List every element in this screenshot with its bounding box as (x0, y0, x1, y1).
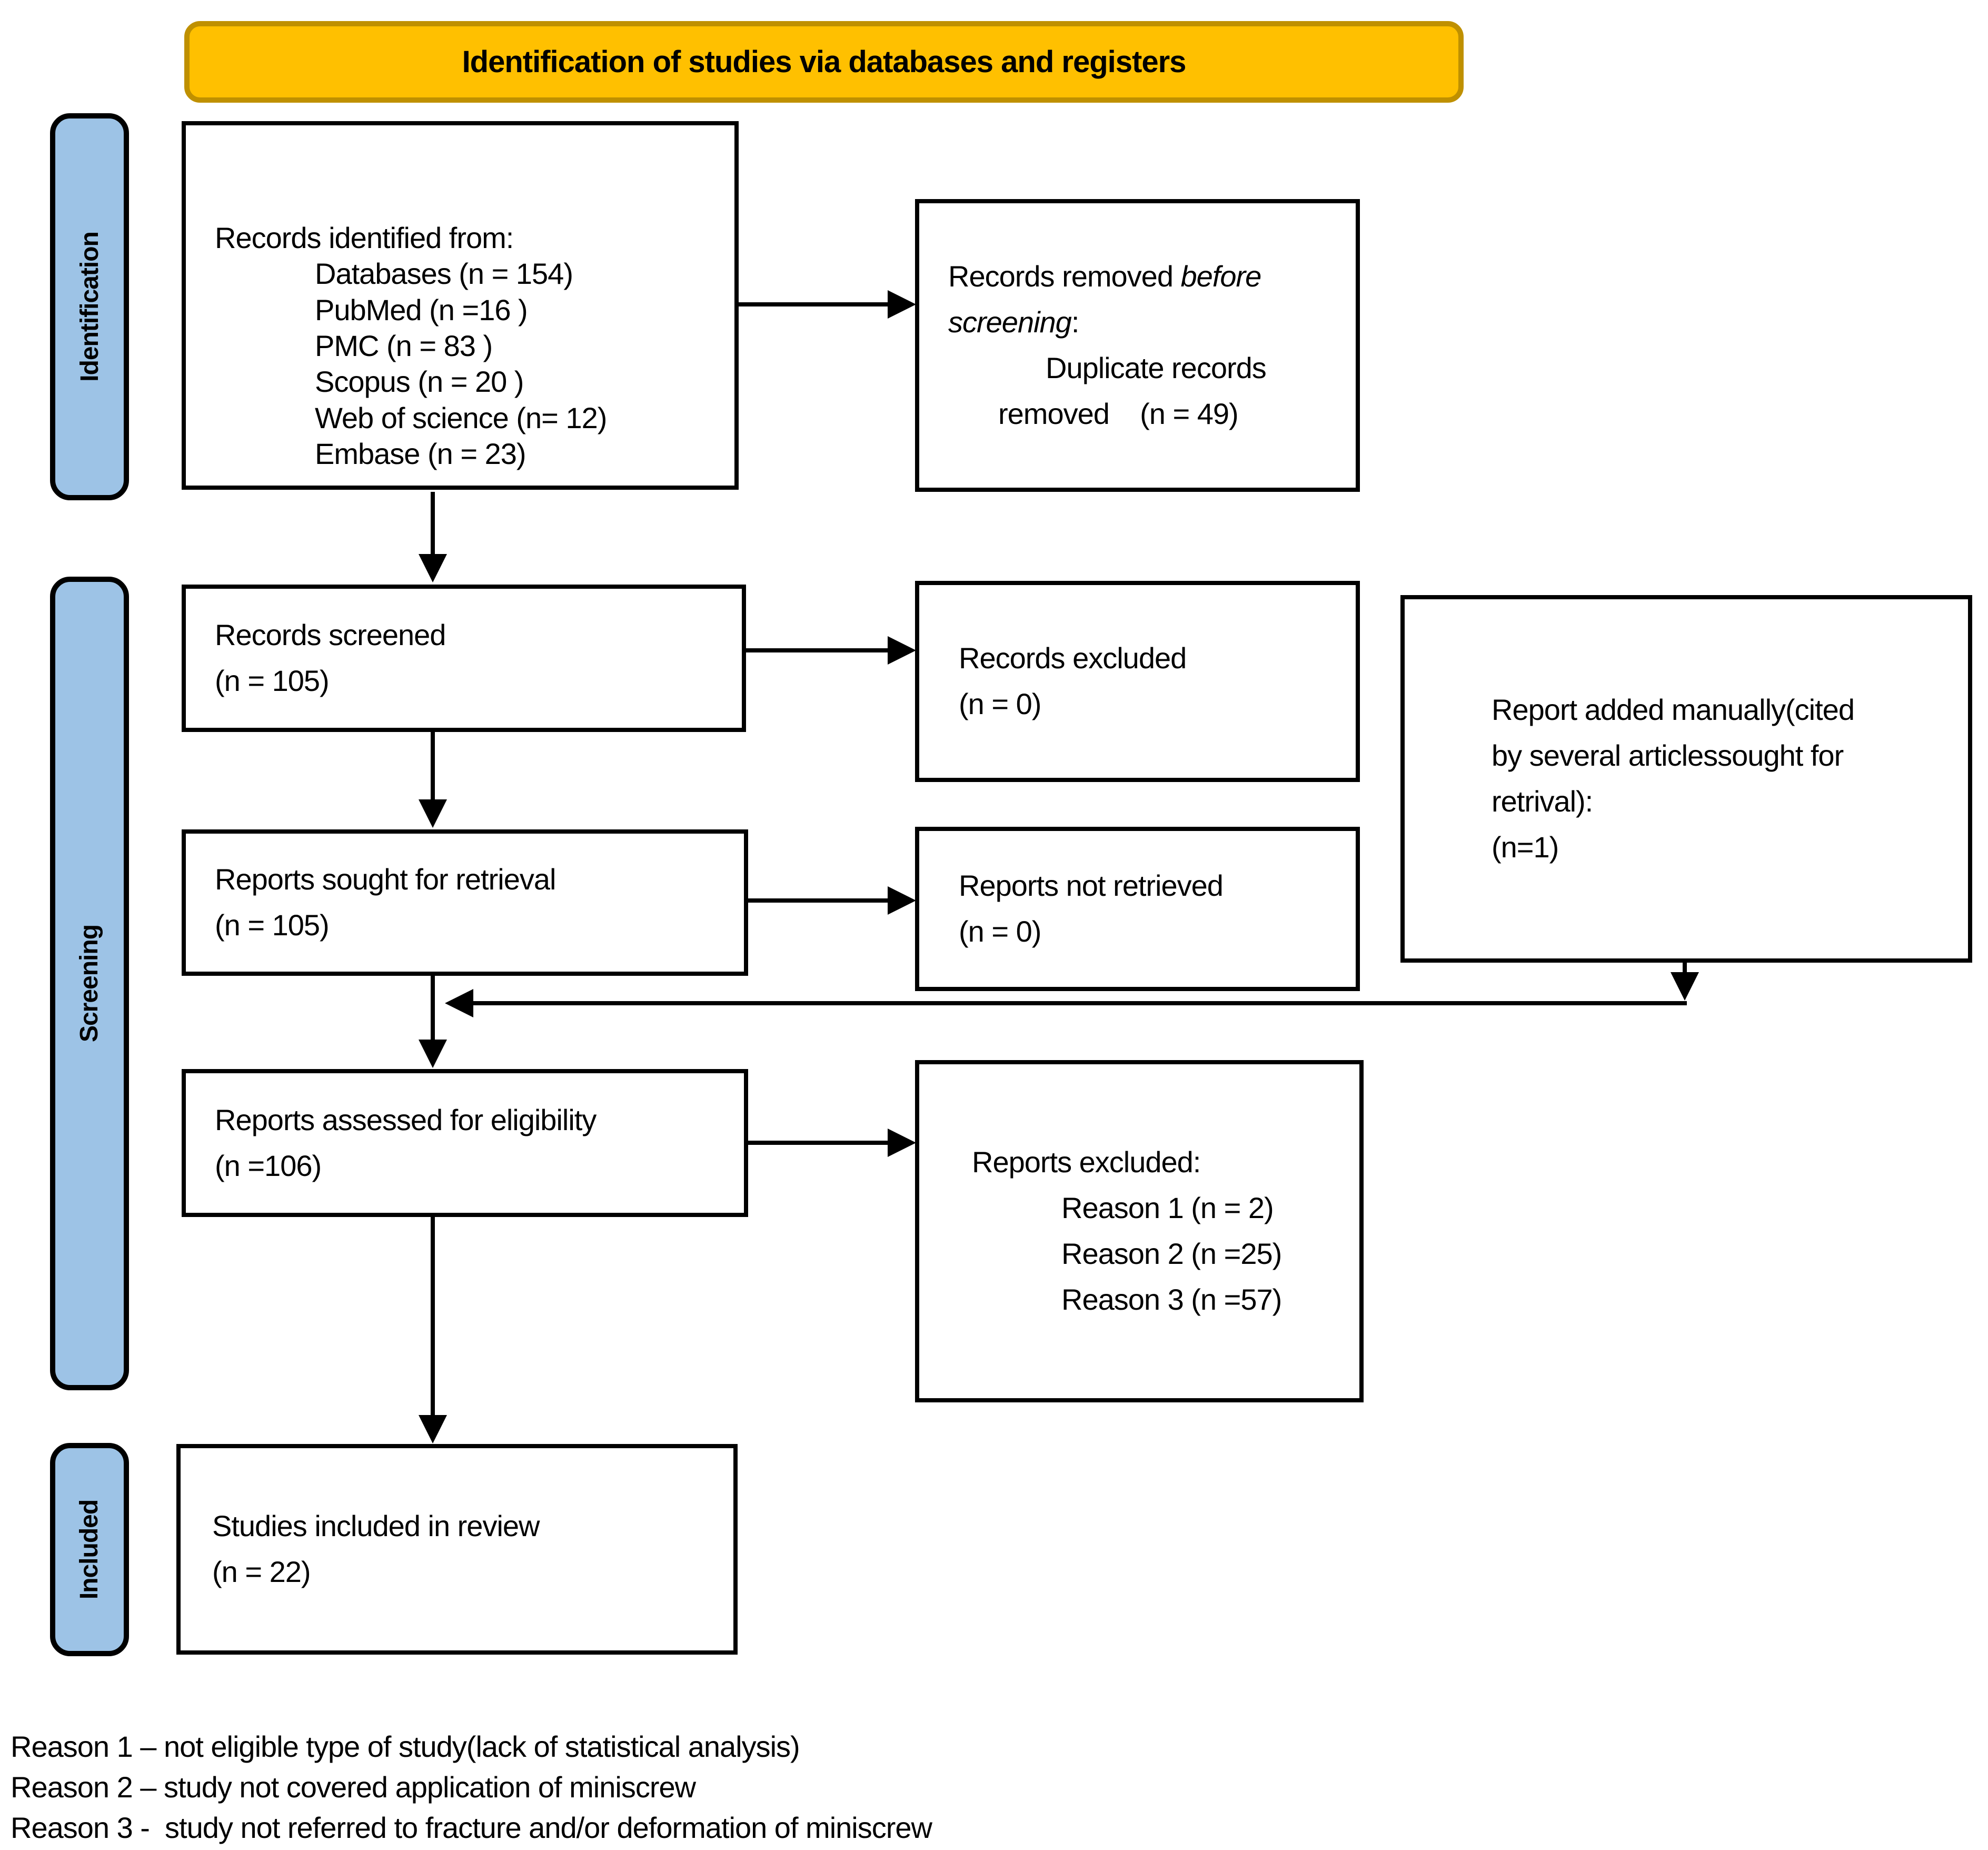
records-removed-line2: Duplicate records (1046, 351, 1267, 384)
footnote-reason-2: Reason 2 – study not covered application… (11, 1770, 696, 1804)
arrowhead-left-icon (445, 989, 473, 1017)
box-reports-sought: Reports sought for retrieval (n = 105) (182, 829, 748, 976)
arrowhead-right-icon (888, 1129, 916, 1157)
arrow-screened-to-sought (431, 732, 435, 802)
records-identified-item: Databases (n = 154) (315, 257, 573, 291)
stage-included: Included (50, 1443, 129, 1656)
arrowhead-down-icon (419, 554, 447, 582)
stage-identification: Identification (50, 113, 129, 500)
reports-excluded-item: Reason 2 (n =25) (1061, 1237, 1282, 1270)
arrowhead-right-icon (888, 636, 916, 665)
box-records-identified: Records identified from: Databases (n = … (182, 121, 739, 490)
arrow-assessed-to-reports-excluded (748, 1141, 889, 1145)
arrowhead-down-icon (419, 1040, 447, 1068)
footnote-reason-1: Reason 1 – not eligible type of study(la… (11, 1730, 800, 1763)
stage-included-label: Included (75, 1499, 104, 1600)
stage-screening-label: Screening (75, 924, 104, 1043)
stage-screening: Screening (50, 577, 129, 1390)
records-identified-item: PubMed (n =16 ) (315, 293, 528, 327)
arrowhead-right-icon (888, 290, 916, 319)
box-report-added-manually: Report added manually(cited by several a… (1400, 595, 1972, 963)
records-identified-item: Scopus (n = 20 ) (315, 365, 524, 399)
arrowhead-right-icon (888, 886, 916, 915)
reports-excluded-item: Reason 1 (n = 2) (1061, 1191, 1274, 1225)
records-removed-line1: Records removed before screening: (948, 260, 1261, 339)
reports-excluded-item: Reason 3 (n =57) (1061, 1282, 1282, 1316)
reports-excluded-items: Reason 1 (n = 2) Reason 2 (n =25) Reason… (972, 1185, 1349, 1322)
arrow-sought-to-assessed (431, 975, 435, 1042)
arrowhead-down-icon (419, 1415, 447, 1443)
records-identified-item: Web of science (n= 12) (315, 401, 607, 434)
records-removed-italic: before screening (948, 260, 1261, 339)
box-records-screened: Records screened (n = 105) (182, 585, 746, 732)
records-removed-line3: removed (n = 49) (998, 397, 1239, 430)
box-studies-included: Studies included in review (n = 22) (176, 1444, 738, 1655)
arrow-screened-to-excluded (746, 648, 889, 652)
banner-title: Identification of studies via databases … (462, 45, 1187, 79)
footnotes: Reason 1 – not eligible type of study(la… (11, 1726, 1969, 1848)
banner: Identification of studies via databases … (184, 21, 1464, 103)
box-reports-excluded: Reports excluded: Reason 1 (n = 2) Reaso… (915, 1060, 1364, 1402)
records-identified-items: Databases (n = 154) PubMed (n =16 ) PMC … (215, 256, 724, 472)
arrowhead-down-icon (419, 799, 447, 828)
arrow-manual-to-flow (472, 1001, 1687, 1005)
records-identified-item: Embase (n = 23) (315, 437, 526, 470)
arrow-assessed-to-included (431, 1217, 435, 1416)
arrow-sought-to-not-retrieved (748, 898, 889, 903)
arrowhead-down-icon (1671, 972, 1699, 1001)
arrow-identified-to-screened (431, 492, 435, 556)
reports-excluded-title: Reports excluded: (972, 1145, 1201, 1179)
box-reports-assessed: Reports assessed for eligibility (n =106… (182, 1069, 748, 1217)
arrow-manual-down-stub (1683, 963, 1687, 974)
box-reports-not-retrieved: Reports not retrieved (n = 0) (915, 827, 1360, 991)
box-records-removed: Records removed before screening: Duplic… (915, 199, 1360, 492)
stage-identification-label: Identification (75, 232, 104, 382)
records-identified-title: Records identified from: (215, 221, 514, 254)
footnote-reason-3: Reason 3 - study not referred to fractur… (11, 1811, 932, 1844)
arrow-identified-to-removed (739, 302, 889, 306)
box-records-excluded: Records excluded (n = 0) (915, 581, 1360, 782)
records-identified-item: PMC (n = 83 ) (315, 329, 493, 362)
